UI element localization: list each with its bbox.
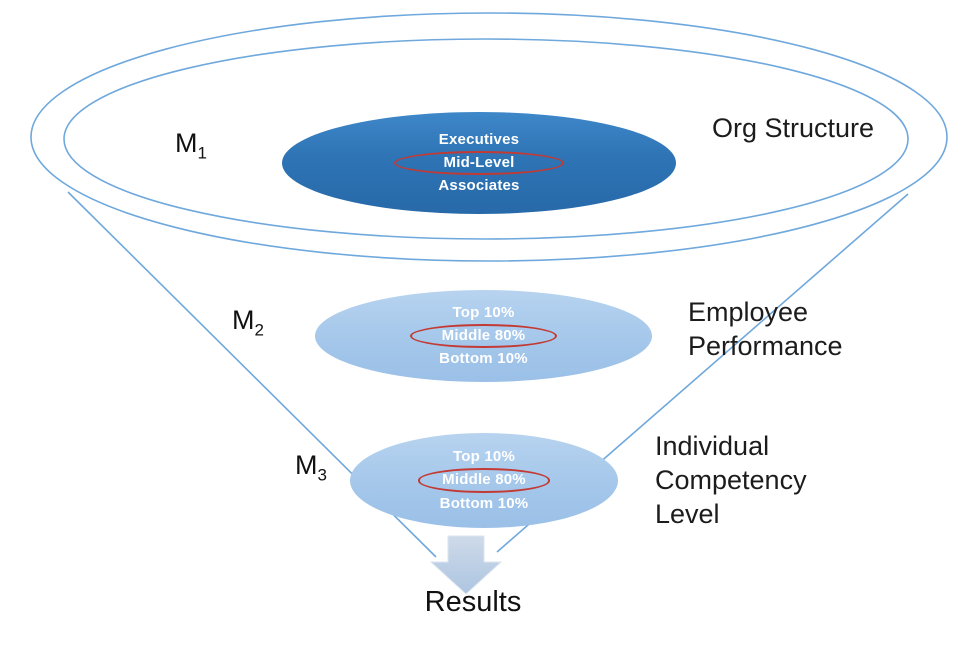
employee-performance-ellipse: Top 10% Middle 80% Bottom 10% (315, 290, 652, 382)
marker-m3-letter: M (295, 450, 318, 480)
side-label-org-structure: Org Structure (712, 113, 875, 143)
marker-m1: M1 (175, 128, 207, 163)
marker-m2-letter: M (232, 305, 255, 335)
ellipse-row-bottom10-l2: Bottom 10% (439, 350, 528, 368)
highlight-ellipse-mid-level: Mid-Level (393, 150, 565, 176)
ellipse-row-top10-l2: Top 10% (452, 303, 515, 321)
results-label: Results (424, 586, 522, 618)
marker-m1-letter: M (175, 128, 198, 158)
highlight-ellipse-middle80-l3: Middle 80% (418, 468, 550, 493)
marker-m1-sub: 1 (197, 143, 207, 163)
ellipse-row-executives: Executives (438, 130, 520, 148)
marker-m2-sub: 2 (254, 320, 264, 340)
down-arrow-icon (429, 535, 503, 595)
org-structure-ellipse: Executives Mid-Level Associates (282, 112, 676, 214)
funnel-inner-rim (63, 38, 909, 240)
funnel-outer-rim (30, 12, 948, 262)
marker-m3-sub: 3 (317, 465, 327, 485)
ellipse-row-top10-l3: Top 10% (453, 448, 515, 466)
marker-m2: M2 (232, 305, 264, 340)
ellipse-row-bottom10-l3: Bottom 10% (439, 494, 529, 512)
side-label-individual-competency-level: Individual Competency Level (655, 431, 807, 529)
highlight-ellipse-middle80-l2: Middle 80% (409, 323, 558, 349)
side-label-employee-performance: Employee Performance (688, 297, 843, 361)
marker-m3: M3 (295, 450, 327, 485)
individual-competency-ellipse: Top 10% Middle 80% Bottom 10% (350, 433, 618, 528)
ellipse-row-associates: Associates (438, 177, 520, 195)
